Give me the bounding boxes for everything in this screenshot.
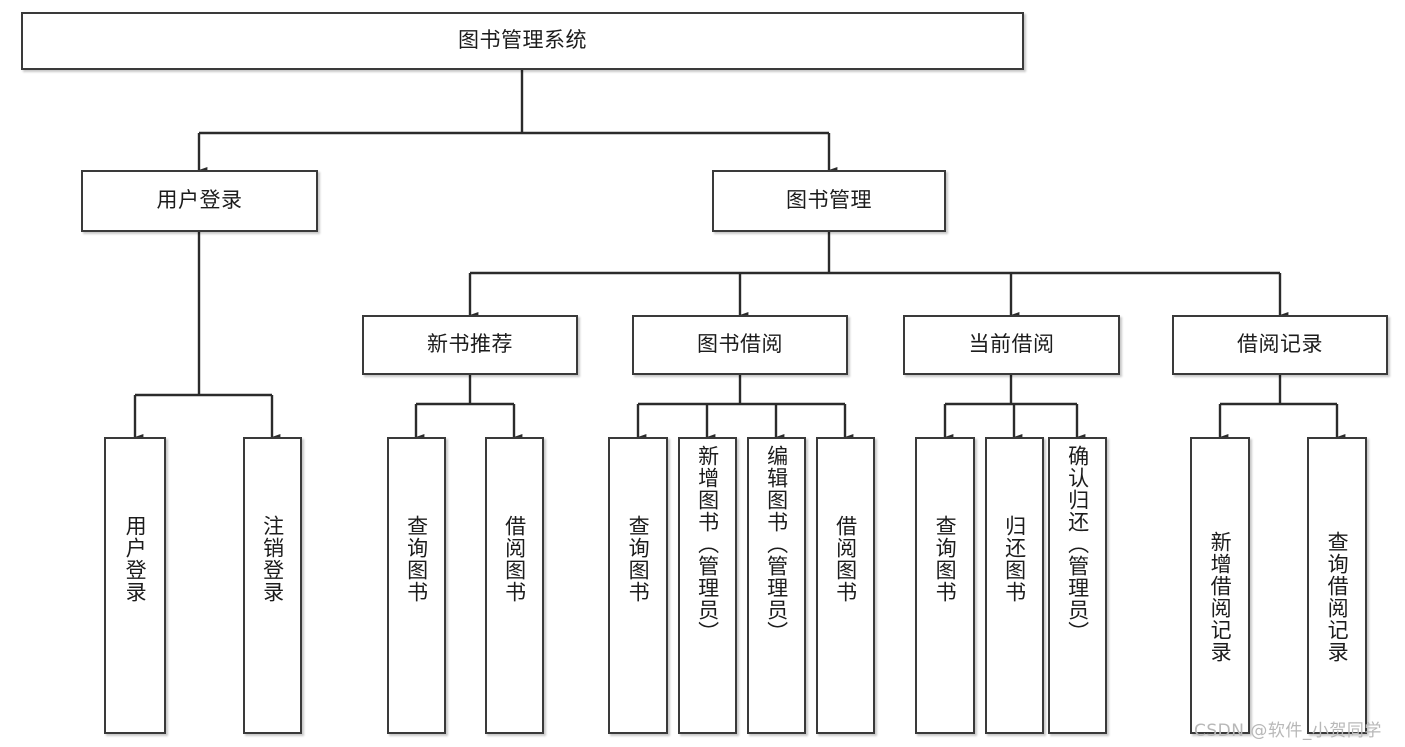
node-book-manage[interactable]: 图书管理 — [712, 170, 946, 232]
node-label-leaf-edit-book-admin: 编辑图书（管理员） — [764, 445, 789, 643]
node-leaf-confirm-return-admin[interactable]: 确认归还（管理员） — [1048, 437, 1107, 734]
csdn-watermark: CSDN @软件_小贺同学 — [1194, 721, 1382, 741]
node-leaf-query-borrow-record[interactable]: 查询借阅记录 — [1307, 437, 1367, 734]
node-user-login[interactable]: 用户登录 — [81, 170, 318, 232]
node-leaf-user-login[interactable]: 用户登录 — [104, 437, 166, 734]
node-label-root: 图书管理系统 — [458, 28, 587, 53]
node-leaf-query-book-2[interactable]: 查询图书 — [608, 437, 668, 734]
node-label-leaf-user-logout: 注销登录 — [260, 515, 285, 603]
node-label-leaf-add-borrow-record: 新增借阅记录 — [1208, 531, 1233, 663]
node-label-book-manage: 图书管理 — [786, 188, 872, 213]
node-label-leaf-add-book-admin: 新增图书（管理员） — [695, 445, 720, 643]
node-label-leaf-borrow-book-1: 借阅图书 — [502, 515, 527, 603]
node-label-new-book-rec: 新书推荐 — [427, 332, 513, 357]
node-leaf-borrow-book-2[interactable]: 借阅图书 — [816, 437, 875, 734]
node-label-borrow-record: 借阅记录 — [1237, 332, 1323, 357]
connector-lines — [133, 70, 1346, 441]
node-label-user-login: 用户登录 — [156, 188, 243, 213]
node-label-leaf-query-book-3: 查询图书 — [933, 515, 958, 603]
node-root[interactable]: 图书管理系统 — [21, 12, 1024, 70]
node-label-leaf-borrow-book-2: 借阅图书 — [833, 515, 858, 603]
node-label-leaf-query-borrow-record: 查询借阅记录 — [1325, 531, 1350, 663]
node-label-leaf-user-login: 用户登录 — [123, 515, 148, 603]
node-label-current-borrow: 当前借阅 — [968, 332, 1055, 357]
node-leaf-query-book-3[interactable]: 查询图书 — [915, 437, 975, 734]
node-leaf-add-book-admin[interactable]: 新增图书（管理员） — [678, 437, 737, 734]
node-leaf-user-logout[interactable]: 注销登录 — [243, 437, 302, 734]
node-leaf-query-book-1[interactable]: 查询图书 — [387, 437, 446, 734]
node-current-borrow[interactable]: 当前借阅 — [903, 315, 1120, 375]
node-leaf-borrow-book-1[interactable]: 借阅图书 — [485, 437, 544, 734]
node-leaf-edit-book-admin[interactable]: 编辑图书（管理员） — [747, 437, 806, 734]
node-leaf-return-book[interactable]: 归还图书 — [985, 437, 1044, 734]
node-label-book-borrow: 图书借阅 — [697, 332, 783, 357]
node-leaf-add-borrow-record[interactable]: 新增借阅记录 — [1190, 437, 1250, 734]
node-book-borrow[interactable]: 图书借阅 — [632, 315, 848, 375]
node-label-leaf-query-book-2: 查询图书 — [626, 515, 651, 603]
node-new-book-rec[interactable]: 新书推荐 — [362, 315, 578, 375]
node-label-leaf-query-book-1: 查询图书 — [404, 515, 429, 603]
node-borrow-record[interactable]: 借阅记录 — [1172, 315, 1388, 375]
node-label-leaf-return-book: 归还图书 — [1002, 515, 1027, 603]
node-label-leaf-confirm-return-admin: 确认归还（管理员） — [1065, 445, 1090, 643]
